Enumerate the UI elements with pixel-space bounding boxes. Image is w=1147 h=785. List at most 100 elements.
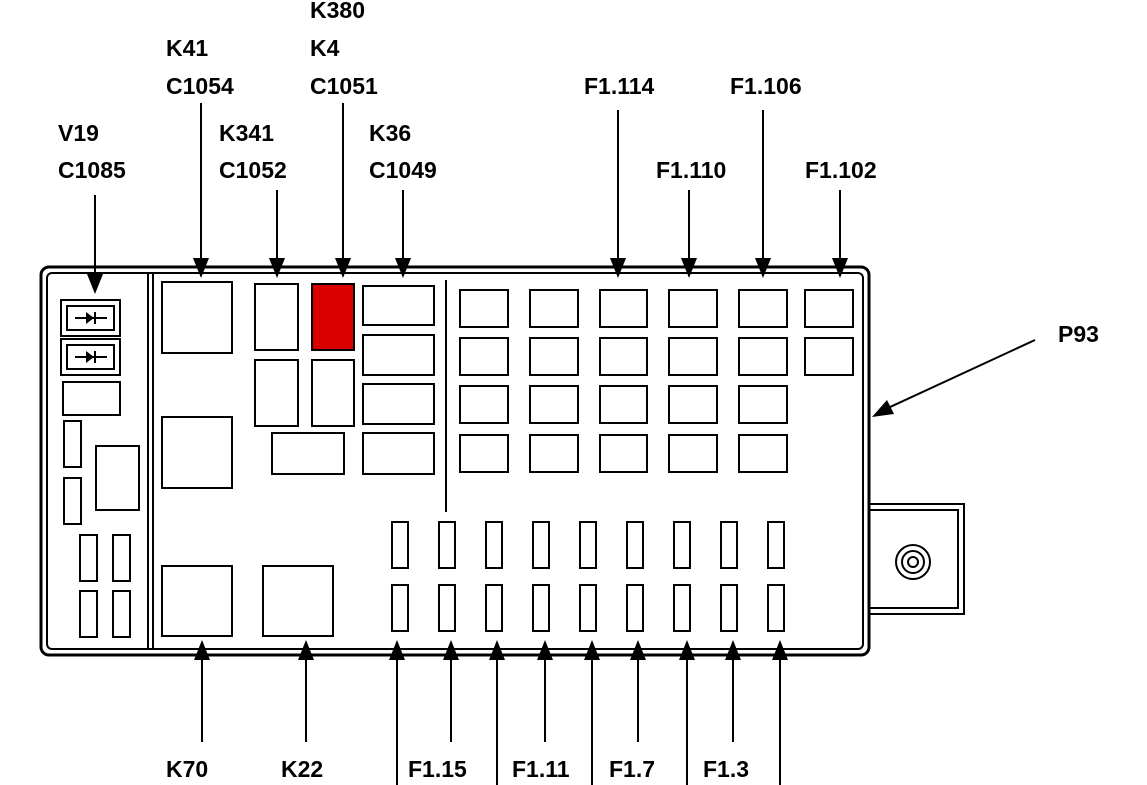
fuse-slot: [673, 521, 691, 569]
label-k380: K380: [310, 0, 365, 23]
fuse-slot: [438, 521, 456, 569]
fuse-cell: [804, 337, 854, 376]
relay-wide-low: [271, 432, 345, 475]
fuse-slot: [626, 521, 644, 569]
fuse-slot: [532, 521, 550, 569]
label-f1-3: F1.3: [703, 756, 749, 782]
leader-fuse-slot-3: [489, 640, 505, 785]
labels: K380 K41 K4 C1054 C1051 V19 K341 K36 C10…: [58, 0, 1099, 782]
fuse-slot: [391, 584, 409, 632]
leader-p93: [872, 339, 1036, 417]
label-k36: K36: [369, 120, 411, 146]
maxi-fuse-grid: [459, 289, 854, 473]
fuse-cell: [599, 337, 648, 376]
fuse-slot: [767, 584, 785, 632]
leader-fuse-slot-1: [389, 640, 405, 785]
leader-f1-106: [755, 110, 771, 278]
leader-k36: [395, 190, 411, 278]
fuse-slot: [720, 584, 738, 632]
label-k341: K341: [219, 120, 274, 146]
label-k4: K4: [310, 35, 340, 61]
fuse-cell: [529, 337, 579, 376]
relay-k36-2: [362, 334, 435, 376]
leader-lines-bottom: [194, 640, 788, 785]
fuse-cell: [668, 385, 718, 424]
leader-k41: [193, 103, 209, 278]
label-k41: K41: [166, 35, 208, 61]
fuse-slot: [579, 521, 597, 569]
label-k70: K70: [166, 756, 208, 782]
diode-v19-bottom: [60, 338, 121, 376]
fuse-slot: [720, 521, 738, 569]
relay-k4-highlighted: [311, 283, 355, 351]
label-c1049: C1049: [369, 157, 437, 183]
left-slot-6: [112, 590, 131, 638]
bracket-outline: [869, 503, 965, 615]
relay-k41: [161, 281, 233, 354]
fuse-slot: [391, 521, 409, 569]
relay-mid-left: [161, 416, 233, 489]
fuse-slot: [767, 521, 785, 569]
label-f1-114: F1.114: [584, 73, 655, 99]
fuse-cell: [459, 337, 509, 376]
leader-lines-top: [87, 103, 848, 294]
relay-k341: [254, 283, 299, 351]
fuse-cell: [668, 337, 718, 376]
label-f1-15: F1.15: [408, 756, 467, 782]
fuse-cell: [804, 289, 854, 328]
leader-f1-3: [725, 640, 741, 742]
label-f1-102: F1.102: [805, 157, 877, 183]
relay-k36-3: [362, 383, 435, 425]
left-block: [62, 381, 121, 416]
fuse-cell: [529, 289, 579, 328]
fuse-cell: [529, 385, 579, 424]
fuse-cell: [668, 434, 718, 473]
relay-k36-4: [362, 432, 435, 475]
left-relay-square: [95, 445, 140, 511]
fuse-cell: [459, 289, 509, 328]
fuse-slot: [626, 584, 644, 632]
relay-k22: [262, 565, 334, 637]
label-c1051: C1051: [310, 73, 378, 99]
left-slot-2: [63, 477, 82, 525]
leader-k4: [335, 103, 351, 278]
fuse-cell: [529, 434, 579, 473]
label-f1-110: F1.110: [656, 157, 726, 183]
fuse-slot: [485, 584, 503, 632]
leader-fuse-slot-9: [772, 640, 788, 785]
leader-v19: [87, 195, 103, 294]
relay-mini-1: [254, 359, 299, 427]
leader-f1-15: [443, 640, 459, 742]
fuse-cell: [599, 289, 648, 328]
leader-f1-114: [610, 110, 626, 278]
left-slot-4: [112, 534, 131, 582]
diode-v19-top: [60, 299, 121, 337]
fuse-slot: [532, 584, 550, 632]
mini-fuse-slots: [391, 521, 785, 632]
relays: [161, 281, 435, 637]
label-p93: P93: [1058, 321, 1099, 347]
fuse-cell: [599, 385, 648, 424]
label-v19: V19: [58, 120, 99, 146]
fuse-cell: [738, 337, 788, 376]
fuse-slot: [673, 584, 691, 632]
leader-fuse-slot-7: [679, 640, 695, 785]
fuse-cell: [459, 434, 509, 473]
left-column-components: [60, 299, 140, 638]
label-f1-7: F1.7: [609, 756, 655, 782]
leader-k341: [269, 190, 285, 278]
mounting-bracket: [869, 503, 965, 615]
fuse-cell: [459, 385, 509, 424]
leader-f1-110: [681, 190, 697, 278]
fuse-cell: [668, 289, 718, 328]
label-c1052: C1052: [219, 157, 287, 183]
diode-icon: [75, 351, 107, 363]
leader-f1-11: [537, 640, 553, 742]
label-f1-106: F1.106: [730, 73, 802, 99]
left-slot-3: [79, 534, 98, 582]
label-c1054: C1054: [166, 73, 234, 99]
leader-f1-7: [630, 640, 646, 742]
fuse-slot: [579, 584, 597, 632]
fuse-cell: [599, 434, 648, 473]
leader-k70: [194, 640, 210, 742]
